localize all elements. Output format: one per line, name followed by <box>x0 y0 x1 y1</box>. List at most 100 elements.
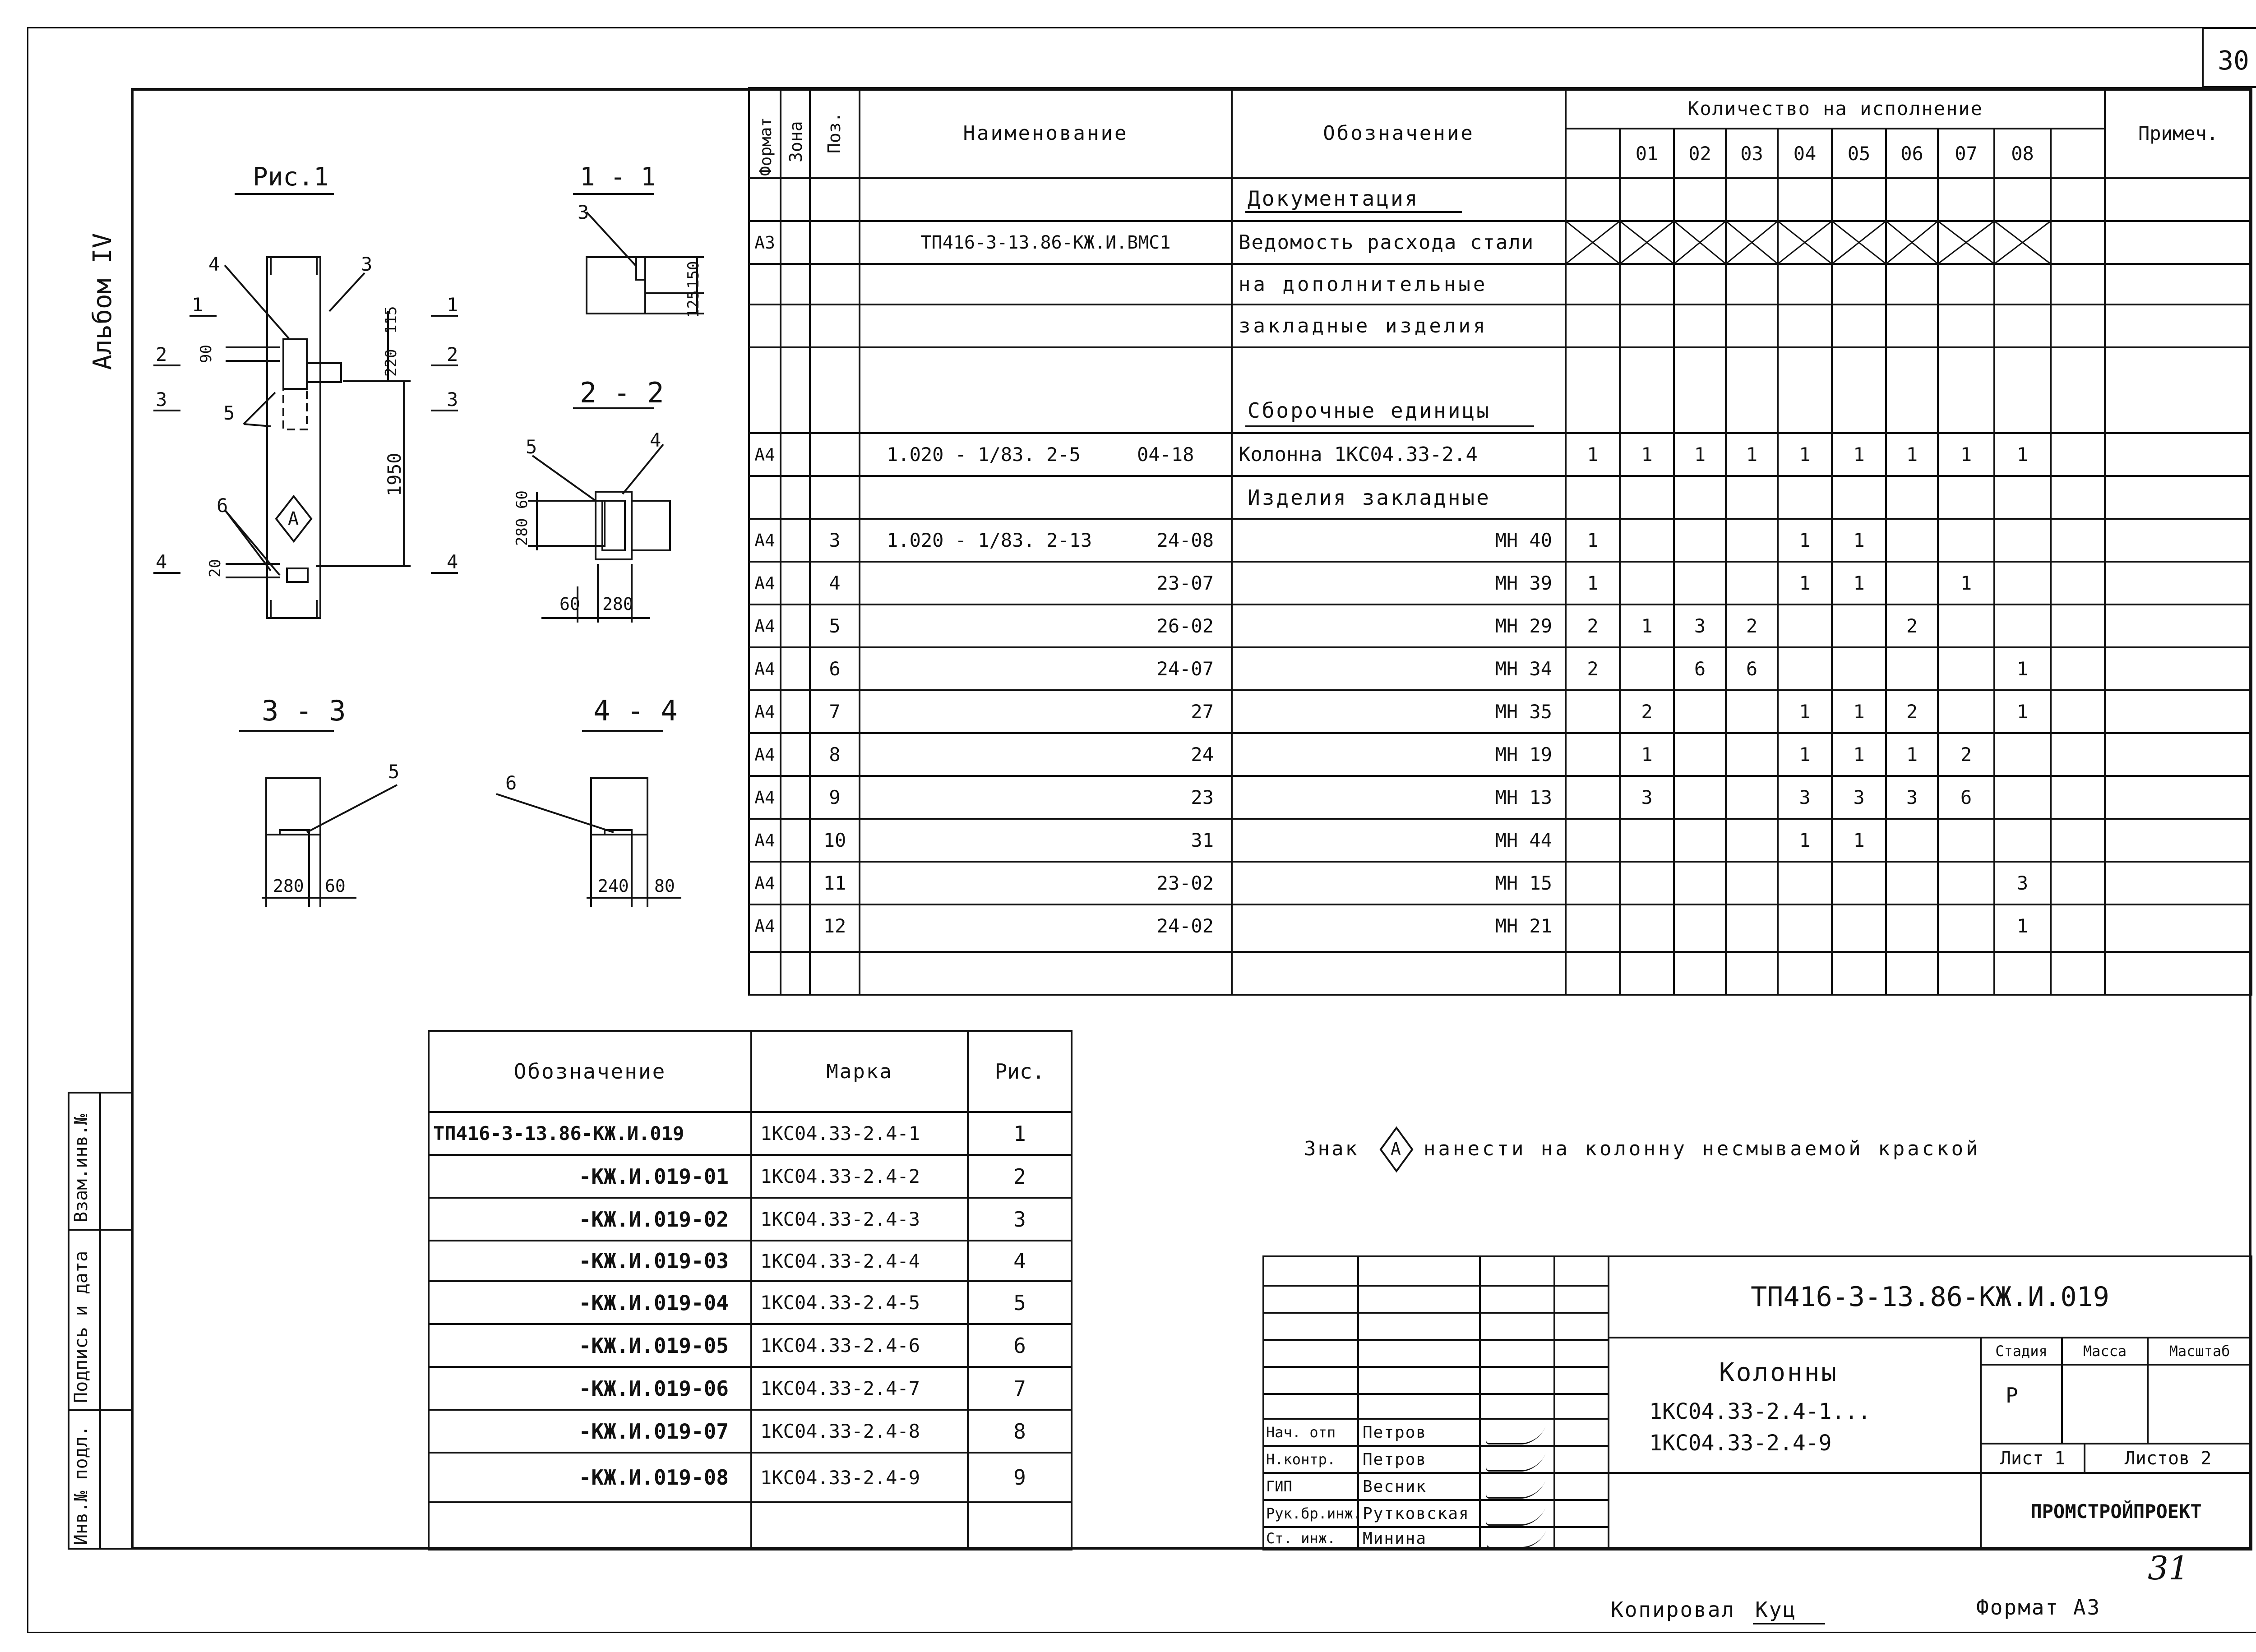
section-assemblies: Сборочные единицы <box>1248 398 1491 423</box>
spec-row-qty: 1 <box>2016 658 2029 680</box>
spec-row-name: 1.020 - 1/83. 2-13 <box>887 529 1092 551</box>
variant-row-designation: -КЖ.И.019-06 <box>578 1376 729 1401</box>
variant-row-designation: -КЖ.И.019-07 <box>578 1419 729 1444</box>
variant-row-mark: 1КС04.33-2.4-7 <box>760 1377 920 1399</box>
variant-row-mark: 1КС04.33-2.4-1 <box>760 1122 920 1144</box>
footer-copied-label: Копировал <box>1611 1597 1736 1622</box>
footer-copier-underline <box>1753 1623 1825 1624</box>
spec-row-qty: 1 <box>1641 615 1653 637</box>
doc-row-designation-1: Ведомость расхода стали <box>1239 231 1535 254</box>
callout-4: 4 <box>208 253 220 275</box>
variant-row-mark: 1КС04.33-2.4-9 <box>760 1466 920 1489</box>
spec-row-qty: 2 <box>1587 658 1599 680</box>
fig1-title: Рис.1 <box>253 162 329 192</box>
cut-4-right: 4 <box>447 551 458 573</box>
organization: ПРОМСТРОЙПРОЕКТ <box>2030 1500 2202 1523</box>
variant-header-mark: Марка <box>826 1060 893 1083</box>
spec-row-qty: 1 <box>1641 743 1653 766</box>
variant-row-designation: -КЖ.И.019-02 <box>578 1207 729 1232</box>
dim-60-sec22: 60 <box>559 594 580 614</box>
column-row-qty: 1 <box>2016 443 2029 466</box>
spec-row-format: А4 <box>754 573 775 593</box>
variant-row-fig: 5 <box>1013 1290 1026 1315</box>
variant-row-fig: 1 <box>1013 1121 1026 1146</box>
section-2-2-title: 2 - 2 <box>580 376 664 409</box>
spec-row-pos: 10 <box>823 829 846 851</box>
sheet-subtitle-1: 1КС04.33-2.4-1... <box>1649 1399 1871 1424</box>
spec-row-designation: МН 15 <box>1495 872 1552 894</box>
spec-row-qty: 1 <box>1906 743 1918 766</box>
spec-row-pos: 4 <box>829 572 841 594</box>
callout-3: 3 <box>361 253 373 275</box>
column-row-name: 1.020 - 1/83. 2-5 <box>887 443 1081 466</box>
spec-row-designation: МН 44 <box>1495 829 1552 851</box>
cut-1-right: 1 <box>447 294 458 316</box>
variant-row-mark: 1КС04.33-2.4-8 <box>760 1420 920 1442</box>
note-text: нанести на колонну несмываемой краской <box>1424 1137 1981 1160</box>
header-qty-group: Количество на исполнение <box>1687 97 1983 120</box>
signer-role: Рук.бр.инж. <box>1266 1505 1362 1522</box>
variant-row-designation: -КЖ.И.019-01 <box>578 1164 729 1189</box>
cut-2-right: 2 <box>447 343 458 365</box>
cut-3-right: 3 <box>447 388 458 411</box>
variant-row-designation: -КЖ.И.019-04 <box>578 1290 729 1315</box>
callout-5-sec22: 5 <box>526 436 537 458</box>
mass-label: Масса <box>2083 1343 2127 1360</box>
variant-row-fig: 8 <box>1013 1419 1026 1444</box>
stage-value: Р <box>2006 1383 2018 1407</box>
left-stamp <box>68 1092 134 1550</box>
spec-row-qty: 3 <box>1799 786 1811 808</box>
signer-role: ГИП <box>1266 1478 1292 1495</box>
spec-row-qty: 1 <box>1587 529 1599 551</box>
signer-role: Нач. отп <box>1266 1424 1336 1441</box>
footer-copier: Куц <box>1755 1597 1797 1622</box>
dim-80-sec44: 80 <box>654 876 675 896</box>
spec-row-qty: 1 <box>1960 572 1972 594</box>
doc-row-designation-2: на дополнительные <box>1239 272 1488 296</box>
spec-row-pos: 6 <box>829 658 841 680</box>
section-embedded: Изделия закладные <box>1248 485 1491 510</box>
spec-row-format: А4 <box>754 873 775 893</box>
spec-row-suffix: 26-02 <box>1156 615 1214 637</box>
variant-row-designation: -КЖ.И.019-08 <box>578 1465 729 1490</box>
spec-row-designation: МН 29 <box>1495 615 1552 637</box>
marker-a-fig: А <box>288 508 299 529</box>
spec-row-suffix: 23-02 <box>1156 872 1214 894</box>
spec-row-suffix: 23-07 <box>1156 572 1214 594</box>
section-docs: Документация <box>1248 186 1419 211</box>
spec-row-qty: 3 <box>1694 615 1706 637</box>
qty-col-header-04: 04 <box>1793 142 1817 165</box>
spec-row-pos: 8 <box>829 743 841 766</box>
note-marker-letter: А <box>1391 1139 1401 1159</box>
spec-row-qty: 1 <box>1587 572 1599 594</box>
spec-row-qty: 1 <box>1853 829 1865 851</box>
signer-role: Н.контр. <box>1266 1451 1336 1468</box>
spec-row-format: А4 <box>754 530 775 550</box>
column-row-designation: Колонна 1КС04.33-2.4 <box>1239 443 1478 466</box>
spec-row-format: А4 <box>754 787 775 808</box>
spec-row-format: А4 <box>754 616 775 636</box>
column-row-qty: 1 <box>1694 443 1706 466</box>
spec-row-suffix: 27 <box>1191 701 1214 723</box>
spec-row-designation: МН 40 <box>1495 529 1552 551</box>
variant-row-mark: 1КС04.33-2.4-6 <box>760 1334 920 1357</box>
spec-row-format: А4 <box>754 916 775 936</box>
signer-name: Петров <box>1363 1423 1427 1442</box>
header-name: Наименование <box>963 121 1128 145</box>
spec-row-qty: 3 <box>2016 872 2029 894</box>
spec-row-qty: 2 <box>1906 615 1918 637</box>
dim-280-sec33: 280 <box>273 876 304 896</box>
spec-row-qty: 3 <box>1906 786 1918 808</box>
spec-row-suffix: 24-07 <box>1156 658 1214 680</box>
variant-row-fig: 3 <box>1013 1207 1026 1232</box>
stage-label: Стадия <box>1995 1343 2048 1360</box>
spec-row-qty: 1 <box>2016 915 2029 937</box>
spec-row-pos: 12 <box>823 915 846 937</box>
spec-row-qty: 3 <box>1853 786 1865 808</box>
doc-row-format: А3 <box>754 232 775 253</box>
scale-label: Масштаб <box>2169 1343 2230 1360</box>
spec-row-pos: 11 <box>823 872 846 894</box>
